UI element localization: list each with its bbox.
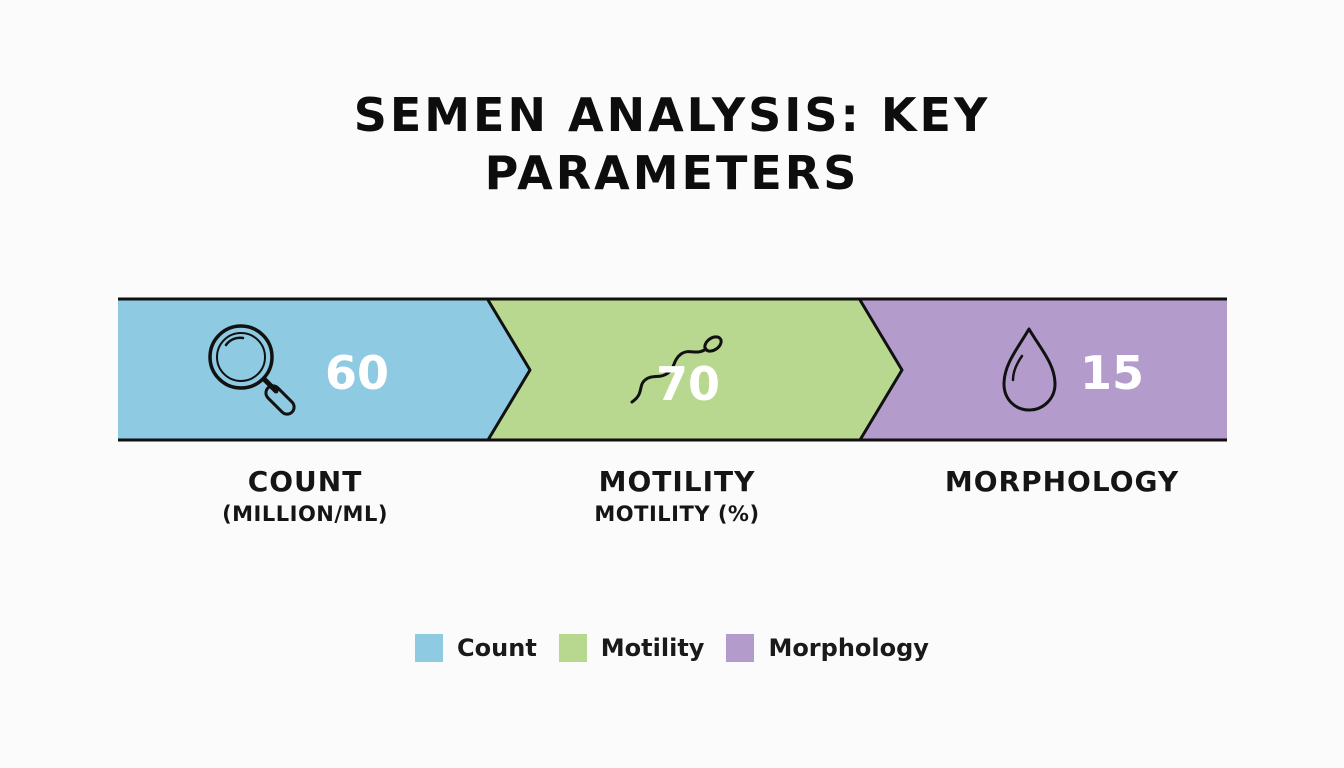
legend-label-count: Count bbox=[457, 634, 537, 662]
legend-swatch-morphology bbox=[726, 634, 755, 662]
legend-item-count: Count bbox=[415, 634, 537, 662]
legend-swatch-count bbox=[415, 634, 444, 662]
count-value: 60 bbox=[325, 346, 389, 400]
motility-value: 70 bbox=[656, 357, 720, 411]
motility-sublabel: MOTILITY (%) bbox=[594, 502, 760, 526]
count-label: COUNT bbox=[247, 465, 363, 498]
count-sublabel: (MILLION/ML) bbox=[222, 502, 388, 526]
morphology-label-group: MORPHOLOGY bbox=[912, 465, 1212, 499]
legend: Count Motility Morphology bbox=[0, 634, 1344, 662]
legend-item-morphology: Morphology bbox=[726, 634, 929, 662]
morphology-value: 15 bbox=[1080, 346, 1144, 400]
motility-label-group: MOTILITY MOTILITY (%) bbox=[527, 465, 827, 529]
title-line-1: SEMEN ANALYSIS: KEY bbox=[353, 88, 991, 142]
legend-swatch-motility bbox=[558, 634, 587, 662]
band-outline bbox=[118, 297, 1227, 442]
title-line-2: PARAMETERS bbox=[484, 146, 860, 200]
droplet-icon bbox=[1002, 327, 1057, 412]
morphology-label: MORPHOLOGY bbox=[944, 465, 1180, 498]
legend-label-motility: Motility bbox=[600, 634, 705, 662]
magnifying-glass-icon bbox=[208, 324, 296, 416]
legend-item-motility: Motility bbox=[558, 634, 705, 662]
count-label-group: COUNT (MILLION/ML) bbox=[155, 465, 455, 529]
morphology-segment bbox=[860, 300, 1227, 440]
legend-label-morphology: Morphology bbox=[768, 634, 929, 662]
motility-segment bbox=[488, 300, 902, 440]
diagram-title: SEMEN ANALYSIS: KEY PARAMETERS bbox=[0, 86, 1344, 202]
motility-label: MOTILITY bbox=[598, 465, 756, 498]
sperm-icon bbox=[630, 335, 723, 404]
